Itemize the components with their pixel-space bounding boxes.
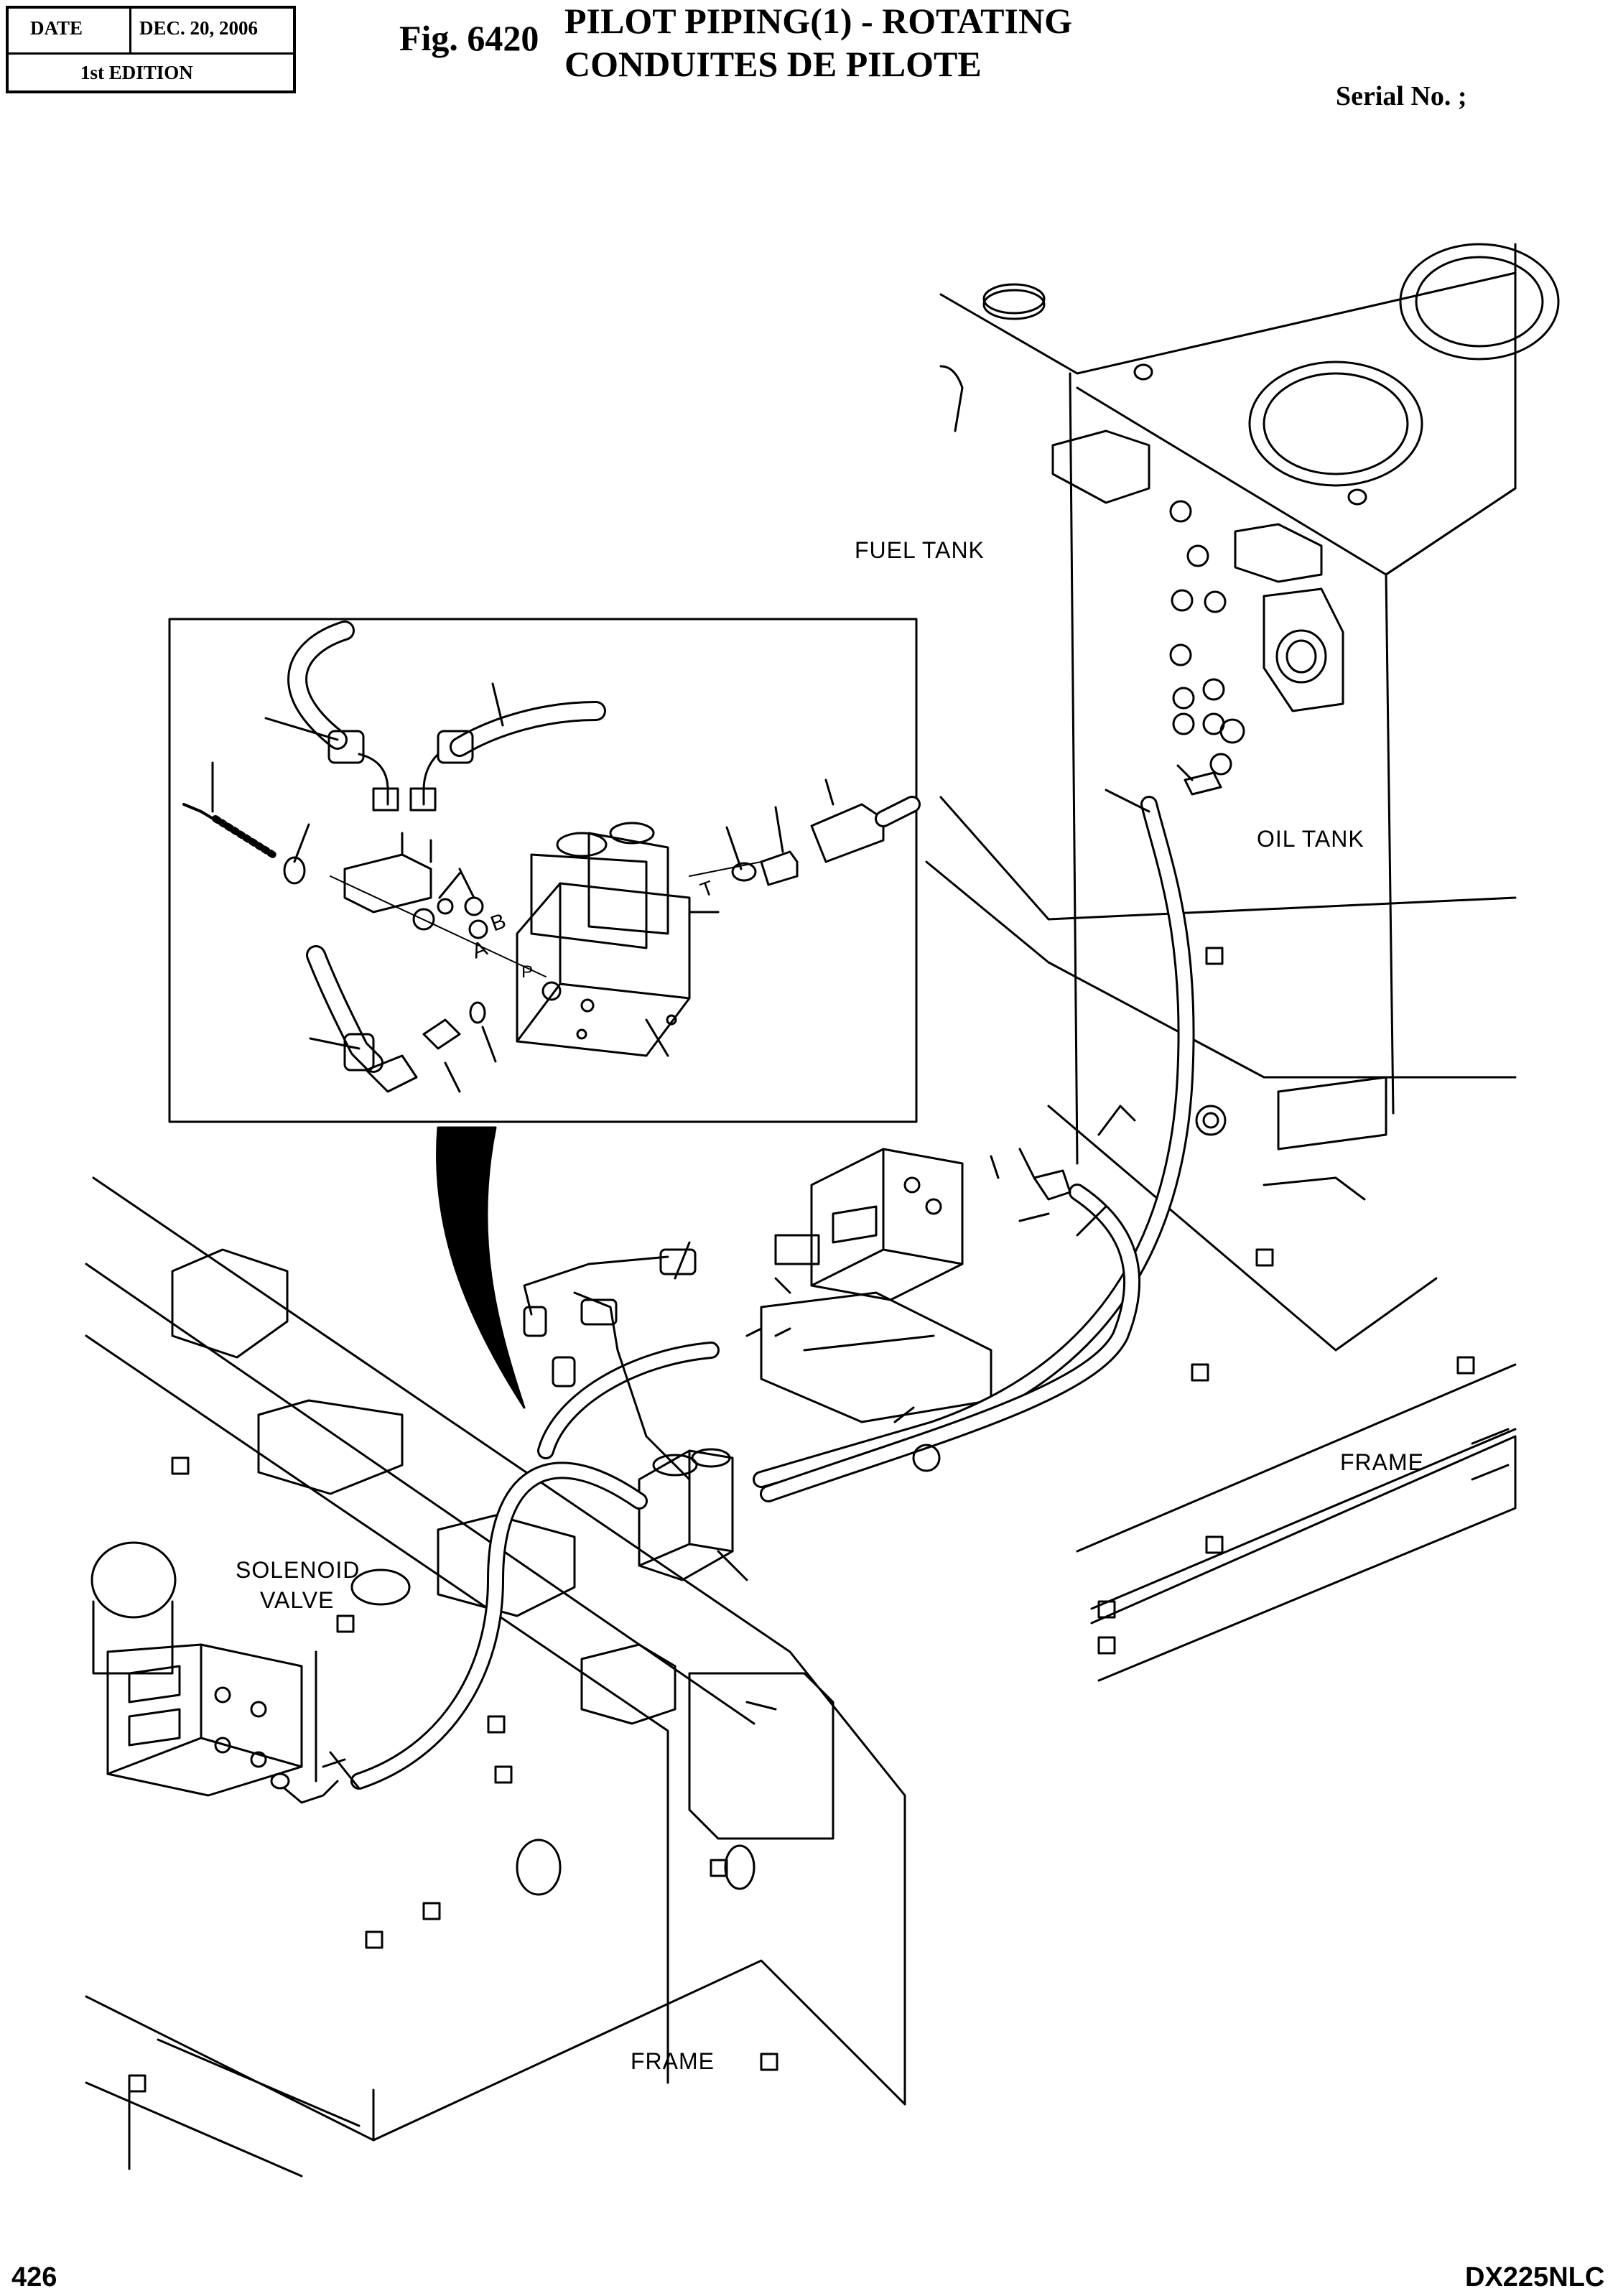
serial-number-label: Serial No. ; <box>1336 81 1467 111</box>
figure-number: Fig. 6420 <box>399 18 539 58</box>
header-date-edition-box: DATE DEC. 20, 2006 1st EDITION <box>6 6 296 93</box>
frame-structure <box>85 796 1517 2178</box>
detail-pointer-arrow <box>436 1126 526 1409</box>
pilot-valve-assembly <box>270 764 1227 1804</box>
solenoid-valve-label-line2: VALVE <box>260 1587 335 1613</box>
port-p-letter: P <box>521 962 534 982</box>
frame-bottom-label: FRAME <box>631 2048 715 2074</box>
edition-label: 1st EDITION <box>80 62 193 83</box>
detail-inset <box>168 618 921 1123</box>
page-number: 426 <box>11 2262 57 2292</box>
frame-right-label: FRAME <box>1340 1449 1424 1475</box>
figure-title-fr: CONDUITES DE PILOTE <box>564 44 982 84</box>
model-number: DX225NLC <box>1465 2262 1605 2292</box>
fuel-tank-label: FUEL TANK <box>855 537 985 563</box>
solenoid-valve-label-line1: SOLENOID <box>236 1557 361 1583</box>
header-divider <box>129 9 131 55</box>
header-date-row <box>9 9 293 55</box>
tank-structure <box>939 243 1560 1165</box>
date-value: DEC. 20, 2006 <box>139 17 259 39</box>
figure-title-en: PILOT PIPING(1) - ROTATING <box>564 1 1072 41</box>
date-label: DATE <box>30 17 83 39</box>
oil-tank-label: OIL TANK <box>1257 826 1364 852</box>
